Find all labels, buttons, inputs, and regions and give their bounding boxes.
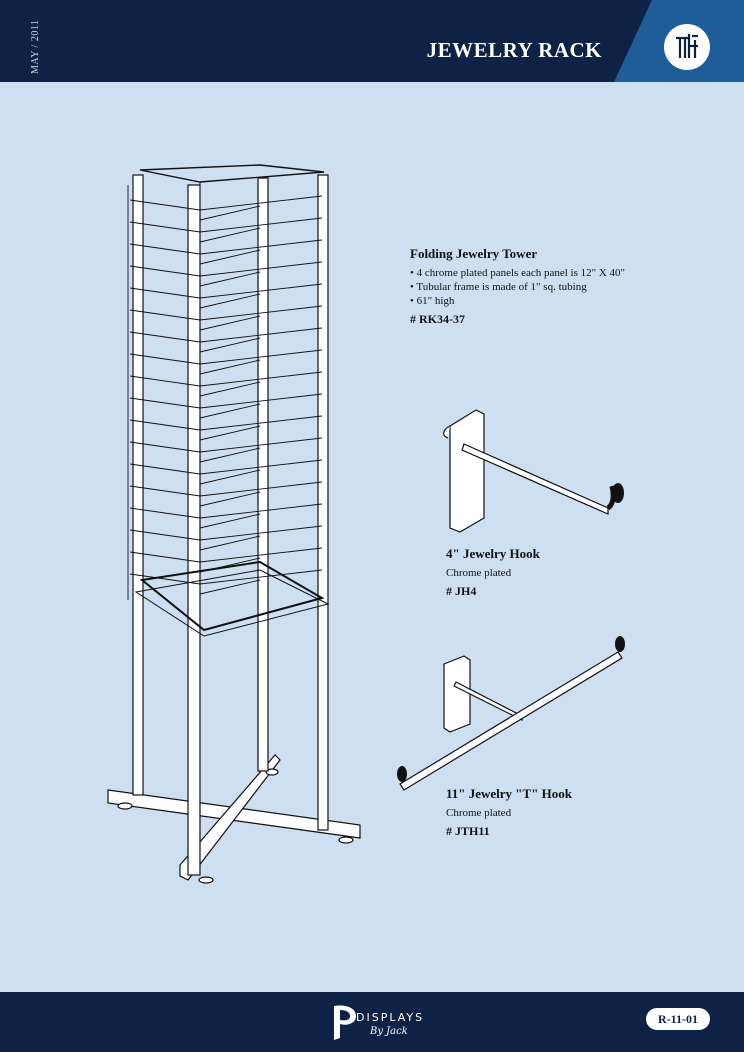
rack-wire xyxy=(199,293,261,309)
product-title: 4" Jewelry Hook xyxy=(446,546,540,561)
product-code: # RK34-37 xyxy=(410,312,465,326)
p-logo-icon xyxy=(334,1005,356,1040)
header-bar xyxy=(0,0,744,82)
rack-wire xyxy=(199,195,323,211)
rack-wire xyxy=(199,239,323,255)
rack-wire xyxy=(199,481,323,497)
jewelry-tower-illustration xyxy=(107,164,361,884)
rack-wire xyxy=(199,205,261,221)
product-spec: Chrome plated xyxy=(446,567,512,579)
product-title: Folding Jewelry Tower xyxy=(410,246,538,261)
product-tower: Folding Jewelry Tower • 4 chrome plated … xyxy=(410,246,625,327)
rack-wire xyxy=(129,419,201,431)
product-code: # JH4 xyxy=(446,584,477,598)
rack-wire xyxy=(199,535,261,551)
rack-wire xyxy=(129,463,201,475)
page-title: JEWELRY RACK xyxy=(426,38,602,62)
rack-wire xyxy=(199,381,261,397)
product-spec: • 4 chrome plated panels each panel is 1… xyxy=(410,267,626,279)
rack-wire xyxy=(199,569,323,585)
rack-wire xyxy=(199,437,323,453)
jewelry-t-hook-illustration xyxy=(397,636,625,791)
rack-wire xyxy=(199,271,261,287)
brand-name: DISPLAYS xyxy=(356,1011,425,1024)
rack-wire xyxy=(129,529,201,541)
rack-wire xyxy=(199,305,323,321)
product-code: # JTH11 xyxy=(446,824,490,838)
jewelry-hook-illustration xyxy=(443,409,624,533)
rack-wire xyxy=(129,507,201,519)
rack-wire xyxy=(199,249,261,265)
rack-wire xyxy=(129,375,201,387)
rack-wire xyxy=(199,217,323,233)
rack-wire xyxy=(199,315,261,331)
rack-wire xyxy=(199,513,261,529)
rack-wire xyxy=(129,551,201,563)
product-spec: • 61" high xyxy=(410,295,455,307)
product-spec: Chrome plated xyxy=(446,807,512,819)
footer-bar xyxy=(0,992,744,1052)
rack-wire xyxy=(129,353,201,365)
th-monogram-icon xyxy=(664,24,710,70)
rack-wire xyxy=(199,425,261,441)
rack-wire xyxy=(199,415,323,431)
rack-wire xyxy=(129,309,201,321)
rack-wire xyxy=(199,403,261,419)
rack-wire xyxy=(199,469,261,485)
product-title: 11" Jewelry "T" Hook xyxy=(446,786,573,801)
rack-wire xyxy=(199,261,323,277)
rack-wire xyxy=(199,359,261,375)
rack-wire xyxy=(199,227,261,243)
page-code-badge: R-11-01 xyxy=(646,1008,710,1030)
rack-wire xyxy=(199,525,323,541)
rack-wire xyxy=(199,337,261,353)
rack-wire xyxy=(199,459,323,475)
rack-wire xyxy=(199,393,323,409)
rack-wire xyxy=(199,503,323,519)
rack-wire xyxy=(199,491,261,507)
rack-wire xyxy=(129,287,201,299)
brand-tagline: By Jack xyxy=(370,1026,408,1037)
issue-date: MAY / 2011 xyxy=(30,19,41,74)
product-t-hook: 11" Jewelry "T" Hook Chrome plated # JTH… xyxy=(446,786,572,839)
rack-wire xyxy=(129,265,201,277)
rack-wire xyxy=(129,221,201,233)
rack-wire xyxy=(199,447,261,463)
product-spec: • Tubular frame is made of 1" sq. tubing xyxy=(410,281,587,293)
rack-wire xyxy=(199,349,323,365)
product-hook: 4" Jewelry Hook Chrome plated # JH4 xyxy=(446,546,540,599)
rack-wire xyxy=(129,243,201,255)
rack-wire xyxy=(199,547,323,563)
rack-wire xyxy=(129,331,201,343)
rack-wire xyxy=(129,199,201,211)
rack-wire xyxy=(129,485,201,497)
rack-wire xyxy=(129,441,201,453)
rack-wire xyxy=(199,579,261,595)
rack-wire xyxy=(199,283,323,299)
rack-wire xyxy=(129,397,201,409)
rack-wire xyxy=(199,371,323,387)
rack-wire xyxy=(199,327,323,343)
